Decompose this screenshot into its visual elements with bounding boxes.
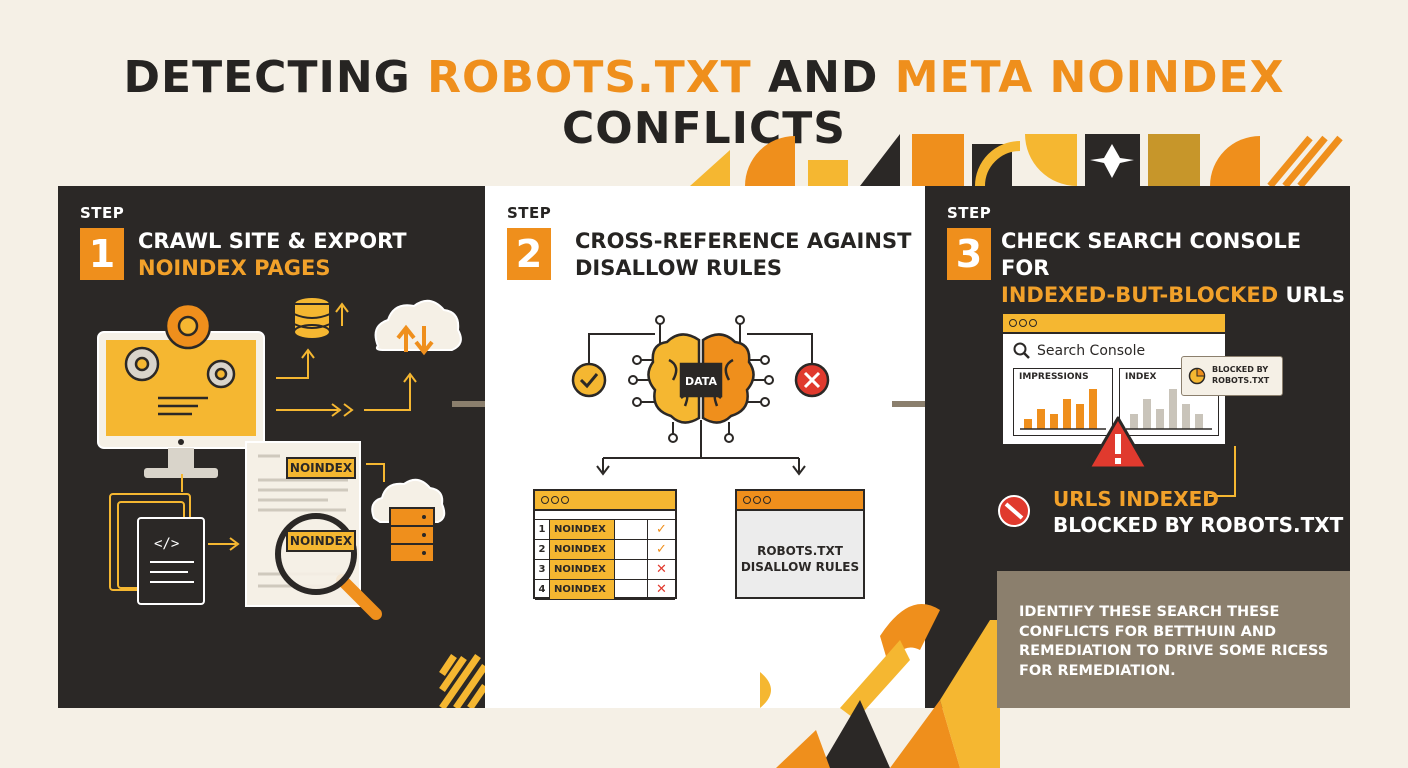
row-empty-cell [615,560,648,579]
row-label: NOINDEX [550,560,615,579]
search-console-header: Search Console [1013,342,1145,360]
check-icon: ✓ [656,522,667,537]
connector-line [1209,446,1236,497]
row-number: 3 [535,560,550,579]
search-console-title: Search Console [1037,343,1146,359]
chart-bar [1182,404,1190,429]
impressions-chart: IMPRESSIONS [1013,368,1113,436]
search-icon [1013,342,1030,359]
chart-bar [1169,389,1177,429]
brain-icon [647,333,755,424]
crawl-illustration: </> [97,296,485,708]
gear-icon-small [124,346,236,389]
step-1-title: CRAWL SITE & EXPORT NOINDEX PAGES [138,229,407,280]
decorative-shapes-bottom [760,603,1000,768]
step-1-panel: STEP 1 CRAWL SITE & EXPORT NOINDEX PAGES [58,186,485,708]
check-circle-icon [571,362,607,398]
row-empty-cell [615,520,648,539]
cloud-server-icon [371,478,446,563]
noindex-tag: NOINDEX [286,530,356,552]
row-number: 1 [535,520,550,539]
noindex-tag: NOINDEX [286,457,356,479]
chart-bar [1037,409,1045,429]
blocked-icon [998,495,1030,527]
index-chart: INDEX [1119,368,1219,436]
chart-bar [1050,414,1058,429]
chart-bar [1156,409,1164,429]
result-text: URLS INDEXED BLOCKED BY ROBOTS.TXT [1053,487,1344,537]
window-titlebar [1003,314,1225,334]
row-label: NOINDEX [550,520,615,539]
step-1-label: STEP [80,204,125,222]
decorative-shapes-top [690,134,1343,189]
step-3-label: STEP [947,204,992,222]
pie-icon [1188,367,1206,385]
index-bars [1126,389,1212,430]
database-icon [293,296,331,340]
step-1-number: 1 [80,228,124,280]
brain-label: DATA [685,375,717,388]
window-titlebar [535,491,675,511]
step-2-label: STEP [507,204,552,222]
cross-icon: ✕ [656,562,667,577]
chart-bar [1089,389,1097,429]
chart-bar [1076,404,1084,429]
step-3-title: CHECK SEARCH CONSOLE FOR INDEXED-BUT-BLO… [1001,229,1345,307]
cross-icon: ✕ [656,582,667,597]
row-label: NOINDEX [550,580,615,599]
step-3-number: 3 [947,228,991,280]
blocked-badge: BLOCKED BY ROBOTS.TXT [1181,356,1283,396]
decorative-stripes [439,654,485,708]
step-2-number: 2 [507,228,551,280]
row-number: 2 [535,540,550,559]
row-empty-cell [615,540,648,559]
row-label: NOINDEX [550,540,615,559]
warning-icon [1087,416,1149,470]
page-title: DETECTING ROBOTS.TXT AND META NOINDEX CO… [123,52,1285,154]
step-2-title: CROSS-REFERENCE AGAINST DISALLOW RULES [575,229,912,280]
robots-rules-text: ROBOTS.TXT DISALLOW RULES [740,544,860,574]
chart-bar [1130,414,1138,429]
cross-reference-illustration: DATA [571,315,830,476]
impressions-bars [1020,389,1106,430]
cloud-sync-icon [374,299,462,356]
row-empty-cell [615,580,648,599]
chart-bar [1063,399,1071,429]
chart-bar [1195,414,1203,429]
gear-icon [164,302,212,350]
check-icon: ✓ [656,542,667,557]
svg-text:</>: </> [154,536,179,552]
robots-rules-window: ROBOTS.TXT DISALLOW RULES [735,489,865,599]
code-file-icon: </> [109,493,205,605]
step-2-panel: STEP 2 CROSS-REFERENCE AGAINST DISALLOW … [485,186,925,708]
window-titlebar [737,491,863,511]
cross-circle-icon [794,362,830,398]
note-box: IDENTIFY THESE SEARCH THESE CONFLICTS FO… [997,571,1350,708]
row-number: 4 [535,580,550,599]
chart-bar [1143,399,1151,429]
chart-bar [1024,419,1032,429]
